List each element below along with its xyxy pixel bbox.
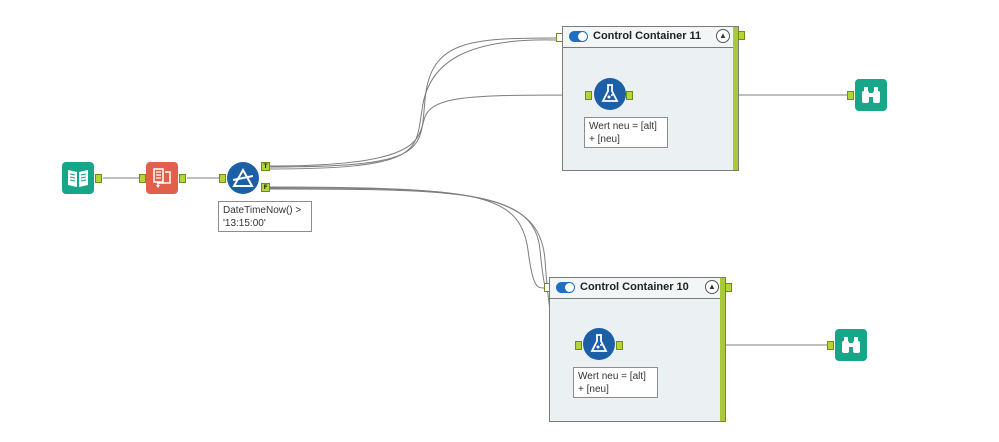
formula-top-annotation-line2: + [neu] bbox=[589, 134, 620, 145]
formula-bottom-annotation: Wert neu = [alt] + [neu] bbox=[573, 367, 658, 398]
filter-annotation: DateTimeNow() > '13:15:00' bbox=[218, 201, 312, 232]
select-tool[interactable] bbox=[146, 162, 178, 194]
select-tool-input-anchor[interactable] bbox=[139, 174, 146, 183]
formula-top-output-anchor[interactable] bbox=[626, 91, 633, 100]
control-container-top-edge bbox=[733, 27, 738, 170]
wire-true-container-top-2 bbox=[269, 39, 557, 170]
formula-bottom-annotation-line2: + [neu] bbox=[578, 384, 609, 395]
wire-true-container-top bbox=[269, 37, 557, 168]
wire-false-formula-bottom bbox=[269, 186, 576, 346]
input-data-tool[interactable] bbox=[62, 162, 94, 194]
container-bottom-output-anchor[interactable] bbox=[725, 283, 732, 292]
collapse-icon[interactable]: ▲ bbox=[705, 280, 719, 294]
control-container-bottom-edge bbox=[720, 278, 725, 421]
filter-tool-input-anchor[interactable] bbox=[219, 174, 226, 183]
filter-tool[interactable] bbox=[227, 162, 259, 194]
control-container-bottom-title: Control Container 10 bbox=[580, 281, 689, 293]
filter-false-anchor[interactable]: F bbox=[261, 183, 270, 192]
formula-tool-bottom[interactable] bbox=[583, 328, 615, 360]
select-columns-icon bbox=[153, 168, 171, 188]
control-container-bottom-header: Control Container 10 ▲ bbox=[550, 278, 720, 299]
binoculars-icon bbox=[862, 87, 880, 103]
filter-annotation-line2: '13:15:00' bbox=[223, 218, 266, 229]
control-container-top-header: Control Container 11 ▲ bbox=[563, 27, 733, 48]
formula-top-annotation-line1: Wert neu = [alt] bbox=[589, 121, 657, 132]
browse-bottom-input-anchor[interactable] bbox=[827, 341, 834, 350]
control-container-top-title: Control Container 11 bbox=[593, 30, 702, 42]
filter-triangle-icon bbox=[232, 167, 254, 187]
select-tool-output-anchor[interactable] bbox=[179, 174, 186, 183]
filter-true-anchor[interactable]: T bbox=[261, 162, 270, 171]
control-container-bottom-toggle[interactable] bbox=[556, 282, 575, 293]
browse-tool-bottom[interactable] bbox=[835, 329, 867, 361]
book-open-icon bbox=[68, 170, 88, 187]
formula-top-input-anchor[interactable] bbox=[585, 91, 592, 100]
formula-bottom-input-anchor[interactable] bbox=[575, 341, 582, 350]
wire-true-formula-top bbox=[269, 94, 586, 167]
flask-icon bbox=[590, 334, 608, 352]
collapse-icon[interactable]: ▲ bbox=[716, 29, 730, 43]
formula-tool-top[interactable] bbox=[594, 78, 626, 110]
input-tool-output-anchor[interactable] bbox=[95, 174, 102, 183]
formula-top-annotation: Wert neu = [alt] + [neu] bbox=[584, 117, 668, 148]
browse-tool-top[interactable] bbox=[855, 79, 887, 111]
formula-bottom-output-anchor[interactable] bbox=[616, 341, 623, 350]
binoculars-icon bbox=[842, 337, 860, 353]
container-top-output-anchor[interactable] bbox=[738, 31, 745, 40]
formula-bottom-annotation-line1: Wert neu = [alt] bbox=[578, 371, 646, 382]
filter-annotation-line1: DateTimeNow() > bbox=[223, 205, 302, 216]
flask-icon bbox=[601, 84, 619, 102]
browse-top-input-anchor[interactable] bbox=[847, 91, 854, 100]
control-container-top-toggle[interactable] bbox=[569, 31, 588, 42]
